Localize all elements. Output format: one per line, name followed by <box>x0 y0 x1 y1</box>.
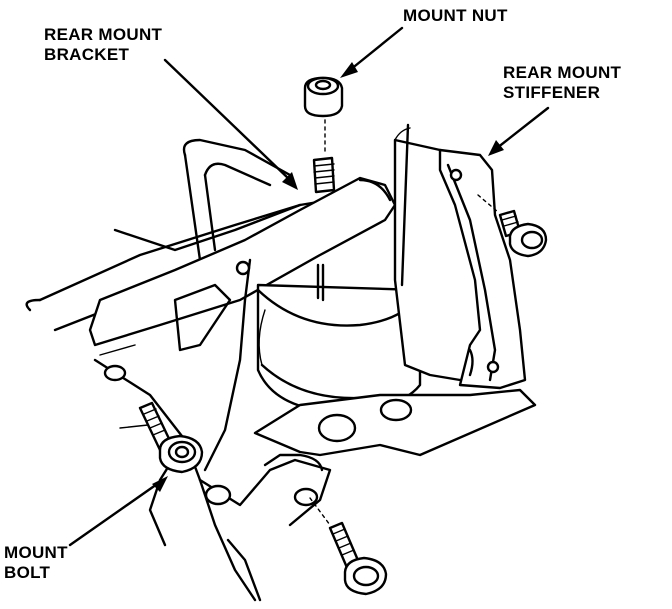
rear-mount-bracket-label-line2: BRACKET <box>44 45 130 64</box>
mount-bolt <box>138 401 204 474</box>
rear-mount-bracket-label: REAR MOUNT BRACKET <box>44 25 162 65</box>
lower-bolt <box>309 497 388 596</box>
rear-mount-bracket <box>88 176 397 472</box>
rear-mount-bracket-label-line1: REAR MOUNT <box>44 25 163 44</box>
mount-bolt-label-line2: BOLT <box>4 563 51 582</box>
rear-mount-stiffener-label-line1: REAR MOUNT <box>503 63 622 82</box>
mount-stud <box>312 119 336 194</box>
mount-nut-label-line: MOUNT NUT <box>403 6 508 25</box>
mount-bolt-label-line1: MOUNT <box>4 543 68 562</box>
rear-mount-stiffener <box>438 148 527 390</box>
frame-lower <box>93 344 332 602</box>
mount-body <box>256 263 422 414</box>
rear-mount-stiffener-label: REAR MOUNT STIFFENER <box>503 63 621 103</box>
mount-base-plate <box>253 388 537 457</box>
mount-nut-label: MOUNT NUT <box>403 6 508 26</box>
mount-nut <box>303 76 344 118</box>
mount-bolt-label: MOUNT BOLT <box>4 543 68 583</box>
rear-mount-stiffener-label-line2: STIFFENER <box>503 83 601 102</box>
stiffener-bolt <box>477 194 548 258</box>
callout-leaders <box>68 26 550 547</box>
